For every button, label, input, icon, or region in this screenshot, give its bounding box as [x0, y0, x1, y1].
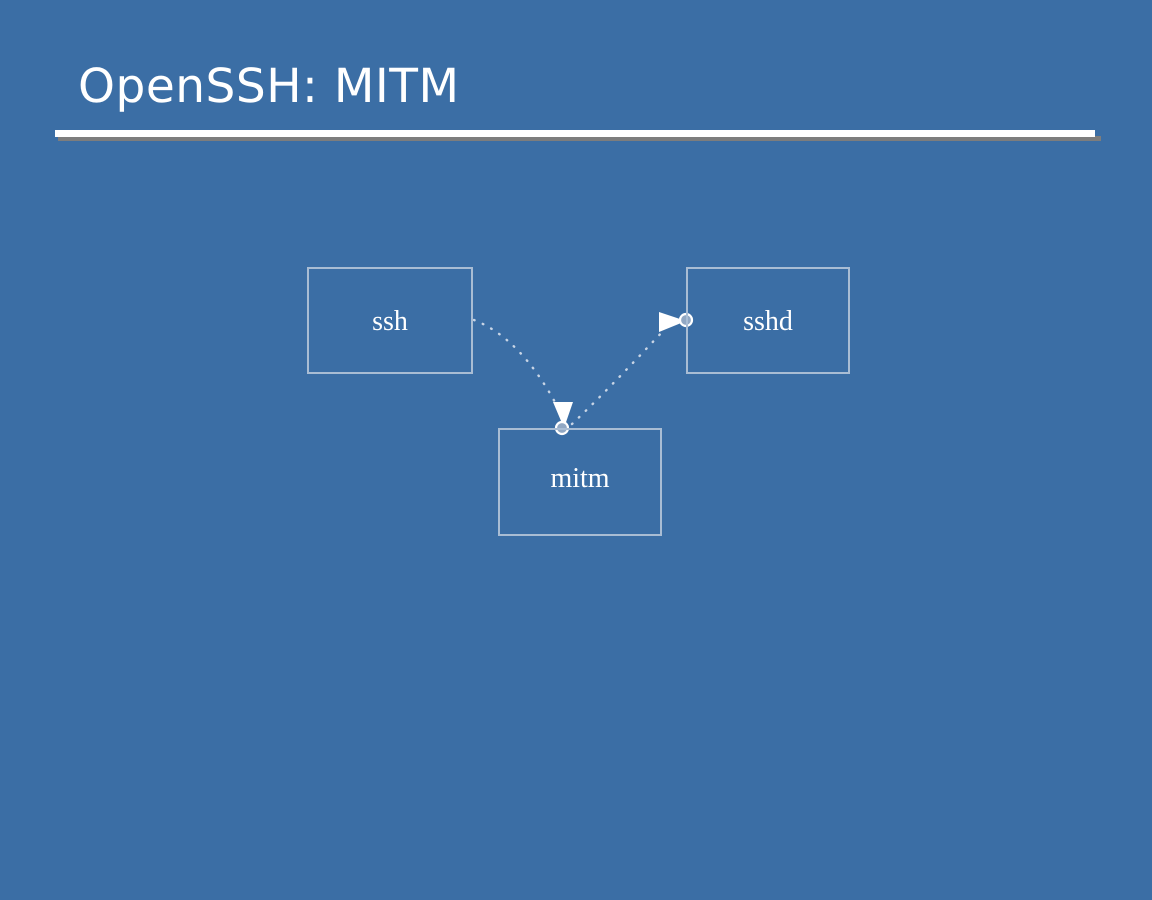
- arrowhead-right-sshd: [659, 312, 686, 332]
- node-sshd[interactable]: sshd: [686, 267, 850, 374]
- node-mitm[interactable]: mitm: [498, 428, 662, 536]
- page-title: OpenSSH: MITM: [78, 59, 460, 114]
- node-ssh-label: ssh: [372, 305, 408, 337]
- edge-mitm-to-sshd: [570, 328, 666, 426]
- node-sshd-label: sshd: [743, 305, 793, 337]
- title-divider-bar: [55, 130, 1095, 137]
- node-mitm-label: mitm: [550, 463, 610, 494]
- edge-ssh-to-mitm: [472, 318, 558, 406]
- node-ssh[interactable]: ssh: [307, 267, 473, 374]
- title-divider-shadow: [58, 136, 1101, 141]
- arrowhead-down-mitm: [553, 402, 573, 428]
- title-divider: [55, 130, 1101, 142]
